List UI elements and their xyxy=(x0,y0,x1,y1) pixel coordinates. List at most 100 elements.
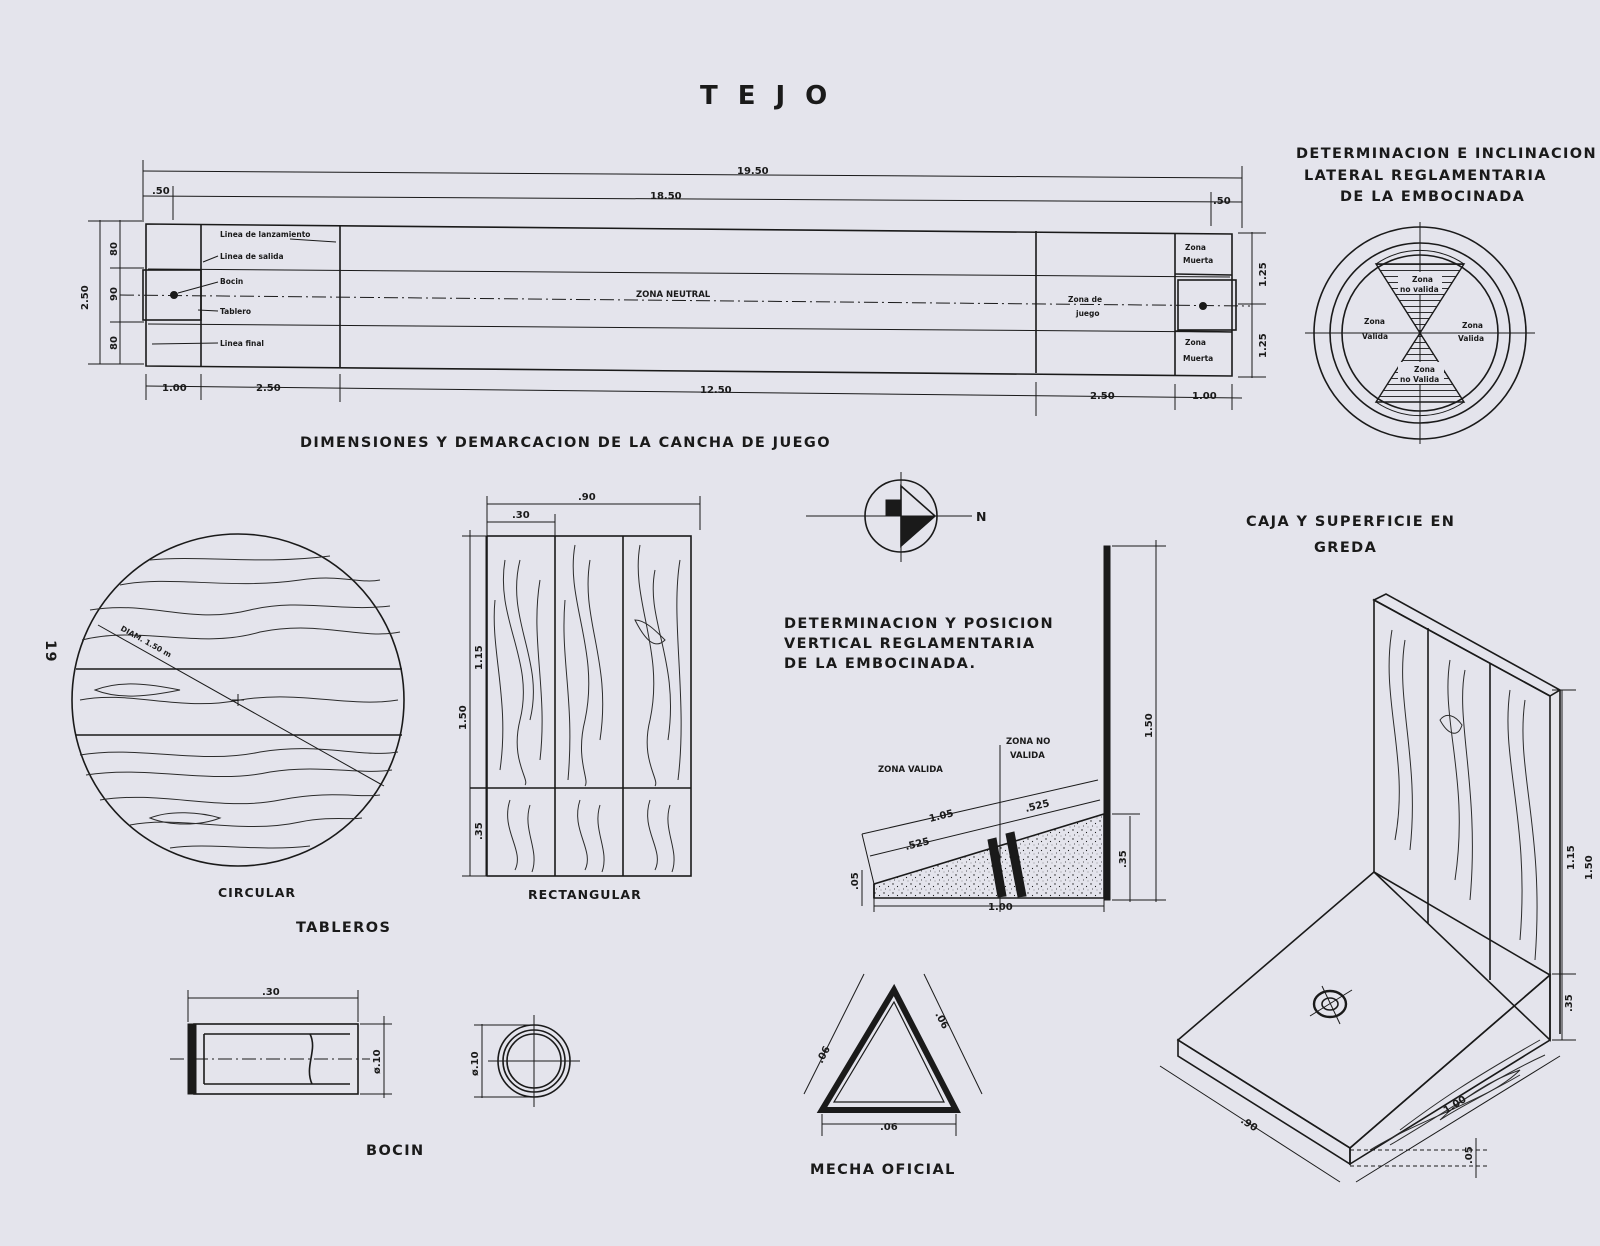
mecha-caption: MECHA OFICIAL xyxy=(810,1162,956,1178)
dim-margin-left: .50 xyxy=(152,186,170,197)
caja-bocin xyxy=(1312,989,1348,1019)
dim-525-b: .525 xyxy=(1024,798,1051,815)
dim-bottom-2: 2.50 xyxy=(256,383,281,394)
dim-bottom-4: 2.50 xyxy=(1090,391,1115,402)
caja-dim-150: 1.50 xyxy=(1584,855,1595,880)
label-zona-juego-2: juego xyxy=(1075,309,1100,318)
vertical-title-1: DETERMINACION Y POSICION xyxy=(784,616,1054,632)
label-no-valida-bottom-1: Zona xyxy=(1414,365,1435,374)
caja-clay-slope xyxy=(1349,973,1551,1166)
vertical-title-3: DE LA EMBOCINADA. xyxy=(784,656,976,672)
zona-valida: ZONA VALIDA xyxy=(878,765,943,775)
rect-plank: .30 xyxy=(512,510,530,521)
lateral-diagram: DETERMINACION E INCLINACION LATERAL REGL… xyxy=(1296,146,1596,444)
label-zona-muerta-2a: Zona xyxy=(1185,338,1206,347)
label-linea-final: Linea final xyxy=(220,339,264,348)
tablero-rectangular: .90 .30 1.50 1.15 .35 RECTANGULAR xyxy=(458,492,701,902)
dim-100: 1.00 xyxy=(988,902,1013,913)
bocin-drawing: .30 ø.10 ø.10 BOCIN xyxy=(170,987,580,1159)
label-tablero: Tablero xyxy=(220,307,251,316)
court-outline xyxy=(145,223,1233,377)
caja-floor xyxy=(1176,871,1552,1149)
dim-150: 1.50 xyxy=(1144,713,1155,738)
dim-105: 1.05 xyxy=(928,808,955,825)
zona-no-valida-1: ZONA NO xyxy=(1006,737,1050,747)
label-zona-juego-1: Zona de xyxy=(1068,295,1102,304)
dim-side-80-bottom: 80 xyxy=(109,336,120,350)
label-zona-neutral: ZONA NEUTRAL xyxy=(636,290,711,300)
dim-35: .35 xyxy=(1118,850,1129,868)
dim-right-125-top: 1.25 xyxy=(1258,262,1269,287)
court-caption: DIMENSIONES Y DEMARCACION DE LA CANCHA D… xyxy=(300,435,831,451)
mecha-side-a: .06 xyxy=(815,1045,833,1066)
rect-height-lower: .35 xyxy=(474,822,485,840)
north-compass: N xyxy=(806,472,987,562)
dim-line-total xyxy=(142,170,1243,179)
dim-05: .05 xyxy=(850,872,861,890)
dim-side-90: 90 xyxy=(109,287,120,301)
page-number: 19 xyxy=(42,640,58,663)
court-plan: 19.50 18.50 .50 .50 Linea de lanzamiento… xyxy=(80,160,1269,451)
caja-backboard xyxy=(1373,598,1551,1042)
tablero-circular: DIAM. 1.50 m CIRCULAR xyxy=(71,533,405,900)
dim-total-length: 19.50 xyxy=(737,166,769,177)
label-bocin: Bocin xyxy=(220,277,243,286)
bocin-diam-a: ø.10 xyxy=(372,1049,383,1074)
caja-dim-90: .90 xyxy=(1238,1115,1259,1134)
mecha-triangle xyxy=(816,983,961,1113)
label-linea-salida: Linea de salida xyxy=(220,252,284,261)
rect-height-upper: 1.15 xyxy=(474,645,485,670)
dim-bottom-5: 1.00 xyxy=(1192,391,1217,402)
label-no-valida-top-2: no valida xyxy=(1400,285,1439,294)
lateral-title-3: DE LA EMBOCINADA xyxy=(1340,189,1525,205)
lateral-title-2: LATERAL REGLAMENTARIA xyxy=(1304,168,1547,184)
mecha-side-c: .06 xyxy=(880,1122,898,1133)
dim-inner-length: 18.50 xyxy=(650,191,682,202)
caja-dim-35: .35 xyxy=(1564,994,1575,1012)
dim-line-inner xyxy=(142,195,1243,203)
caja-dim-115: 1.15 xyxy=(1566,845,1577,870)
sheet-title: TEJO xyxy=(700,81,847,111)
vertical-section: DETERMINACION Y POSICION VERTICAL REGLAM… xyxy=(784,540,1166,913)
caja-title-2: GREDA xyxy=(1314,540,1377,556)
label-no-valida-top-1: Zona xyxy=(1412,275,1433,284)
rect-width: .90 xyxy=(578,492,596,503)
label-zona-muerta-2b: Muerta xyxy=(1183,354,1213,363)
caja-dim-05: .05 xyxy=(1464,1146,1475,1164)
label-no-valida-bottom-2: no Valida xyxy=(1400,375,1439,384)
circular-board xyxy=(71,533,405,867)
compass-north-label: N xyxy=(976,509,987,524)
label-zona-muerta-1a: Zona xyxy=(1185,243,1206,252)
zona-no-valida-2: VALIDA xyxy=(1010,751,1045,761)
dim-bottom-3: 12.50 xyxy=(700,385,732,396)
bocin-diam-b: ø.10 xyxy=(470,1051,481,1076)
rectangular-board xyxy=(486,535,692,877)
circular-diameter-line xyxy=(97,624,385,787)
label-valida-right-2: Valida xyxy=(1458,334,1484,343)
dim-bottom-1: 1.00 xyxy=(162,383,187,394)
tablero-box-left xyxy=(142,269,202,321)
label-zona-muerta-1b: Muerta xyxy=(1183,256,1213,265)
caja-isometric: CAJA Y SUPERFICIE EN GREDA 1 xyxy=(1159,514,1595,1183)
dim-court-width: 2.50 xyxy=(80,285,91,310)
mecha-drawing: .06 .06 .06 MECHA OFICIAL xyxy=(803,973,983,1178)
vertical-title-2: VERTICAL REGLAMENTARIA xyxy=(784,636,1036,652)
rect-height-total: 1.50 xyxy=(458,705,469,730)
bocin-caption: BOCIN xyxy=(366,1143,425,1159)
tableros-caption: TABLEROS xyxy=(296,920,391,936)
label-valida-left-2: Valida xyxy=(1362,332,1388,341)
bocin-length: .30 xyxy=(262,987,280,998)
caja-title-1: CAJA Y SUPERFICIE EN xyxy=(1246,514,1455,530)
label-linea-lanzamiento: Linea de lanzamiento xyxy=(220,230,310,239)
label-valida-right-1: Zona xyxy=(1462,321,1483,330)
vertical-backboard xyxy=(1103,545,1111,901)
circular-caption: CIRCULAR xyxy=(218,885,296,900)
dim-right-125-bottom: 1.25 xyxy=(1258,333,1269,358)
mecha-side-b: .06 xyxy=(932,1010,950,1031)
rectangular-caption: RECTANGULAR xyxy=(528,887,642,902)
dim-margin-right: .50 xyxy=(1213,196,1231,207)
court-center-line xyxy=(119,294,1251,307)
dim-525-a: .525 xyxy=(904,836,931,853)
label-valida-left-1: Zona xyxy=(1364,317,1385,326)
